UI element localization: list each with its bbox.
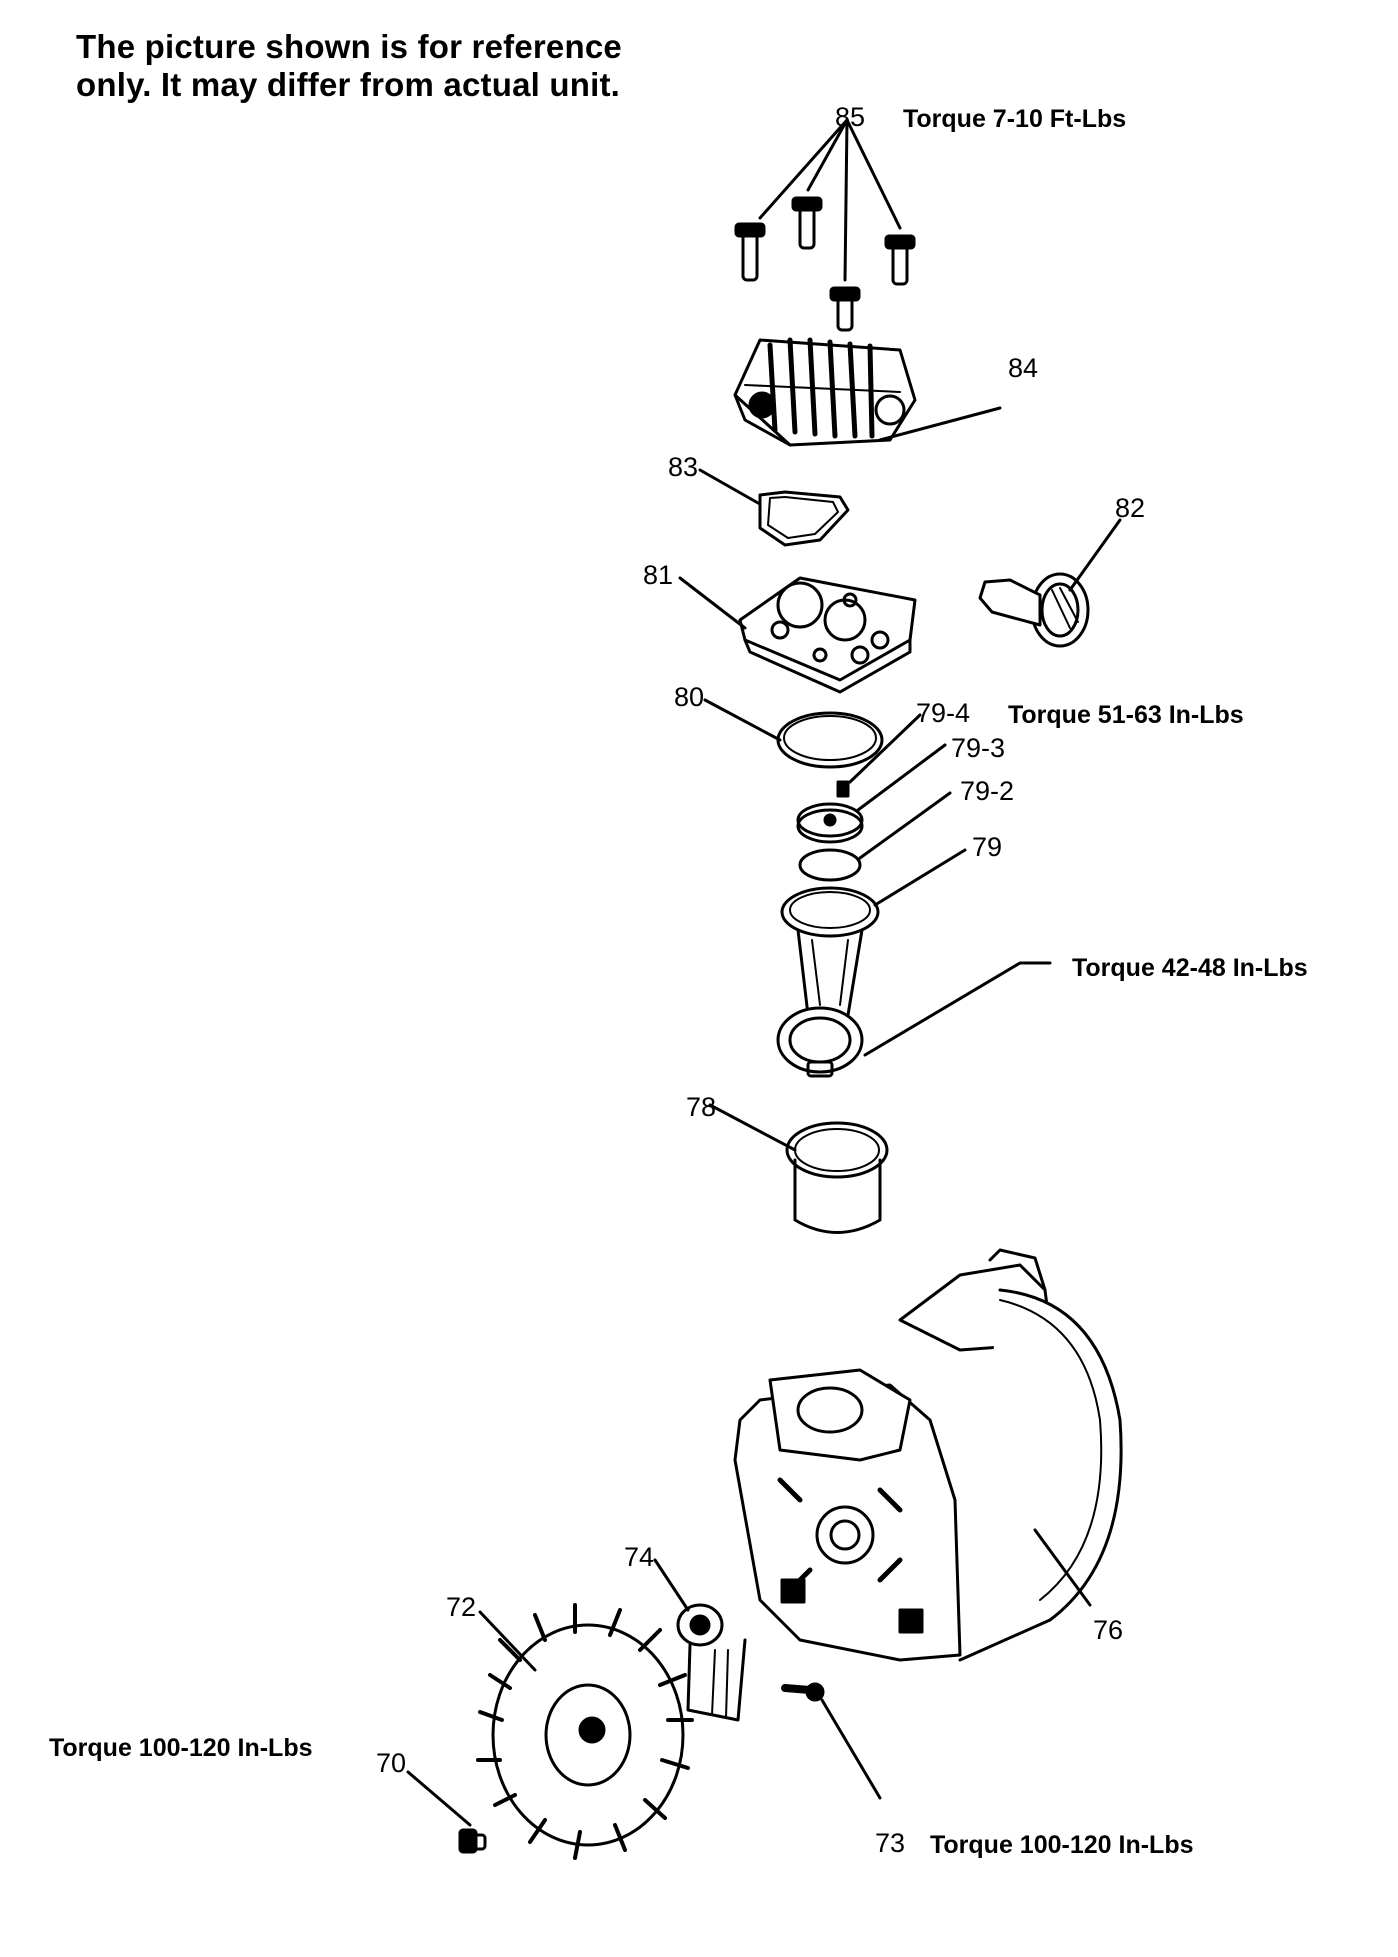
torque-connecting-rod: Torque 42-48 In-Lbs [1072,954,1308,982]
bolt-a [734,222,766,282]
torque-73: Torque 100-120 In-Lbs [930,1831,1194,1859]
part-79-2-ring [798,791,952,882]
callout-79: 79 [972,832,1003,862]
callout-85: 85 [835,102,866,132]
callout-74: 74 [624,1542,655,1572]
part-74-eccentric [653,1558,747,1722]
part-70-screw [406,1770,487,1854]
callout-80: 80 [674,682,705,712]
callout-76: 76 [1093,1615,1124,1645]
bolt-b [791,196,823,250]
callout-83: 83 [668,452,699,482]
callout-78: 78 [686,1092,717,1122]
part-78-sleeve [708,1103,889,1234]
callout-70: 70 [376,1748,407,1778]
part-72-fan [476,1603,694,1860]
bolt-c [829,286,861,332]
callout-73: 73 [875,1828,906,1858]
part-79-3-retainer [796,743,947,844]
torque-79-4: Torque 51-63 In-Lbs [1008,701,1244,729]
callout-81: 81 [643,560,674,590]
part-79-piston-rod [776,848,1052,1078]
part-79-4-screw [836,713,922,798]
part-84-cylinder-head [733,337,1002,447]
torque-85: Torque 7-10 Ft-Lbs [903,105,1127,133]
callout-79-4: 79-4 [916,698,971,728]
reference-note-line2: only. It may differ from actual unit. [76,66,621,103]
reference-note: The picture shown is for reference only.… [76,28,622,104]
part-80-o-ring [703,698,884,769]
part-83-gasket [698,468,850,547]
bolt-d [884,234,916,286]
part-76-crankcase-motor [733,1248,1123,1662]
part-82-adapter [978,518,1122,648]
part-73-screw [781,1682,882,1800]
torque-70: Torque 100-120 In-Lbs [49,1734,313,1762]
callout-84: 84 [1008,353,1039,383]
callout-82: 82 [1115,493,1146,523]
part-81-valve-plate [678,576,917,694]
callout-79-2: 79-2 [960,776,1015,806]
part-85-bolts [734,118,916,332]
reference-note-line1: The picture shown is for reference [76,28,622,65]
callout-72: 72 [446,1592,477,1622]
callout-79-3: 79-3 [951,733,1006,763]
